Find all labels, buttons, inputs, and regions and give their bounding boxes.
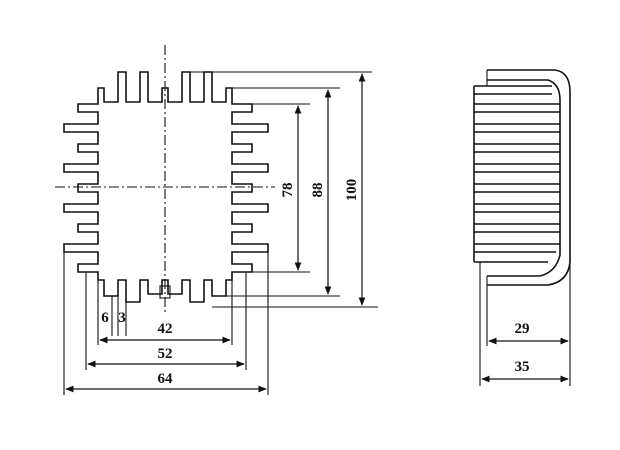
dim-label-35: 35 [515,359,530,375]
dim-label-88: 88 [310,183,326,198]
dim-label-100: 100 [344,179,360,202]
front-view: 78 88 100 6 3 42 52 64 [55,45,378,395]
dim-label-52: 52 [158,346,173,362]
dim-label-42: 42 [158,321,173,337]
center-mark [159,285,171,299]
dim-label-3: 3 [118,310,126,326]
side-view: 29 35 [473,69,571,386]
dim-label-78: 78 [280,183,296,198]
dim-label-29: 29 [515,321,530,337]
dim-label-6: 6 [101,310,109,326]
dim-label-64: 64 [158,371,174,387]
side-inner-wall [487,79,561,277]
side-outer-wall [487,69,571,286]
